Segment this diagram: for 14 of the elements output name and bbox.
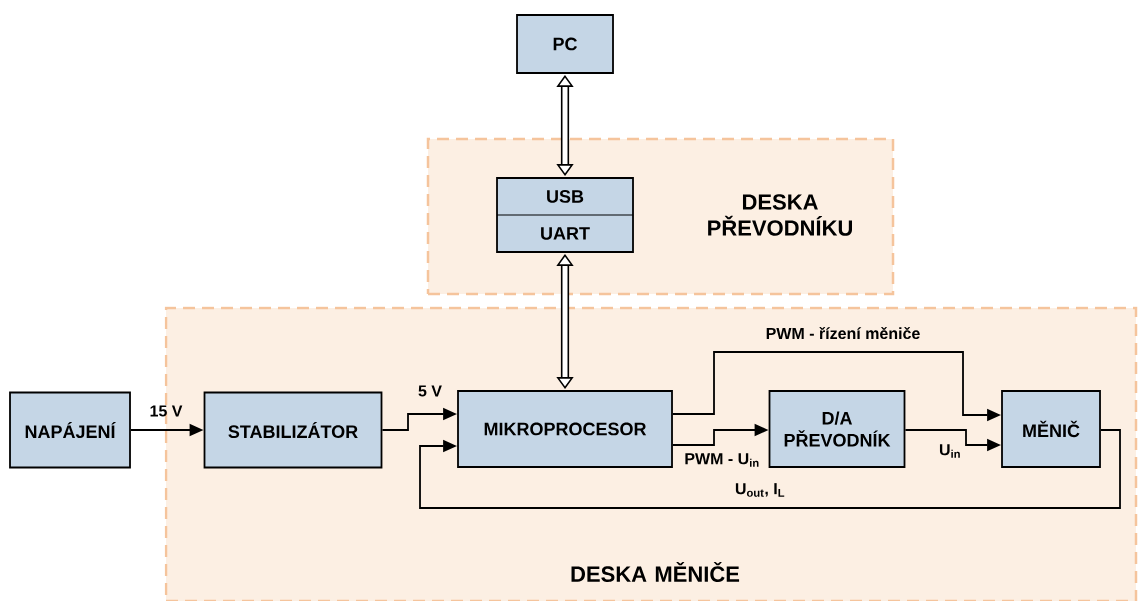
edge-label: PWM - řízení měniče xyxy=(766,326,920,340)
block-box: PC xyxy=(516,14,614,74)
block-box: STABILIZÁTOR xyxy=(203,391,383,469)
edge-label: U$_{out}$, I$_{L}$ xyxy=(735,483,785,497)
block-box: NAPÁJENÍ xyxy=(9,391,131,469)
edge-label: PWM - U$_{in}$ xyxy=(685,453,759,467)
block-box: MĚNIČ xyxy=(1001,390,1101,468)
block-box: MIKROPROCESOR xyxy=(457,390,673,468)
edge-label: 5 V xyxy=(418,385,442,397)
edge-label: 15 V xyxy=(150,405,183,417)
interface-box: USB UART xyxy=(496,177,634,253)
block-box: D/A PŘEVODNÍK xyxy=(768,390,906,468)
arrow xyxy=(419,429,1121,509)
edge-label: U$_{in}$ xyxy=(939,444,960,458)
